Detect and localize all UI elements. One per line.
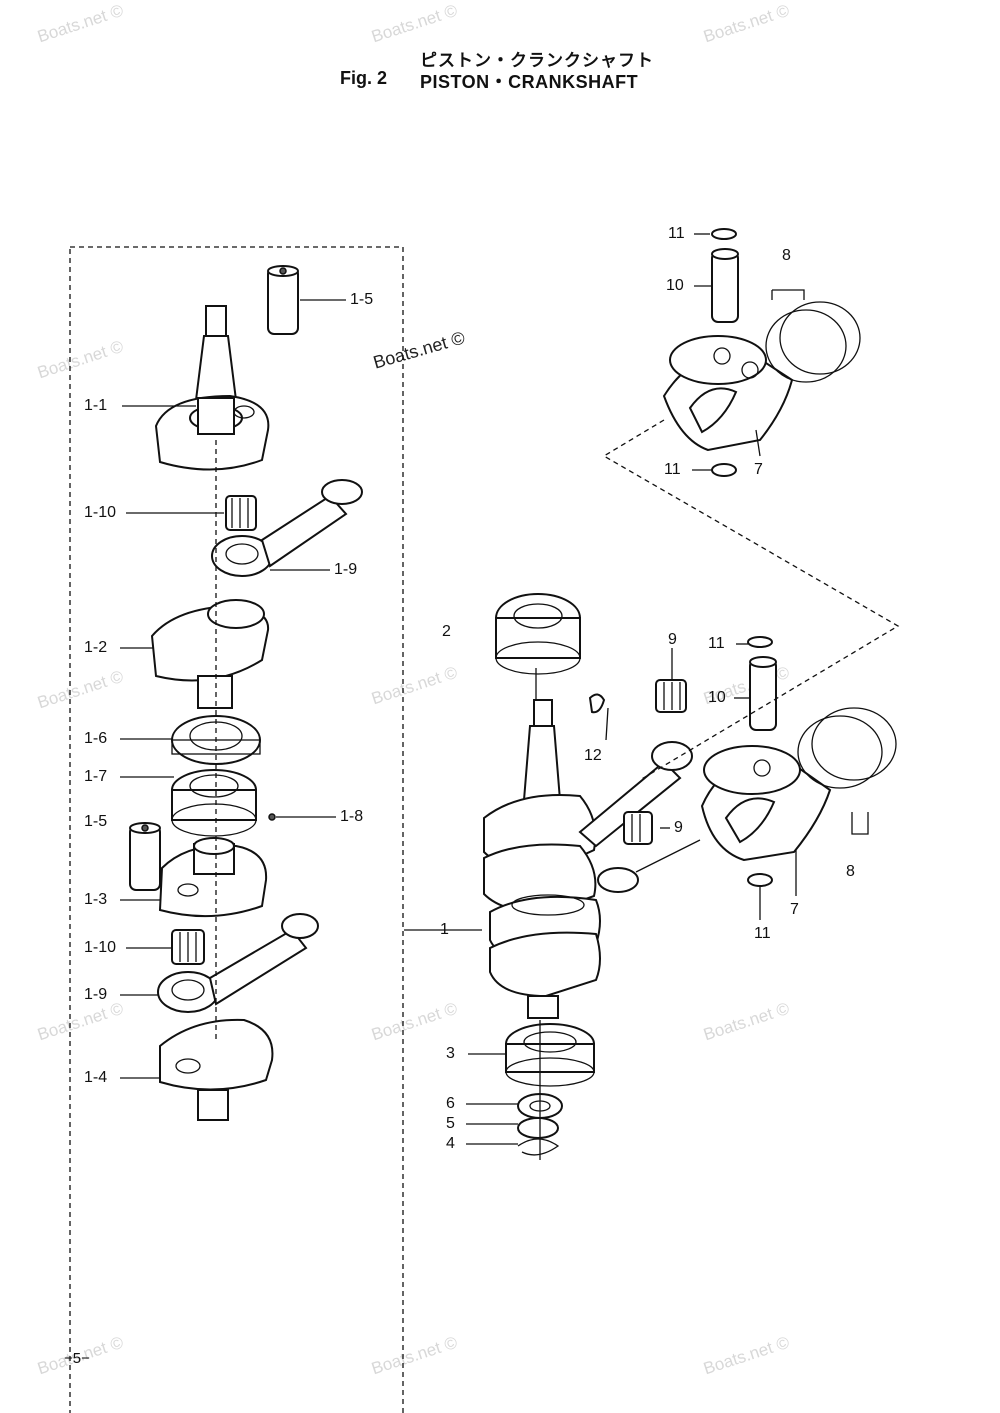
callout-3: 3 — [446, 1045, 455, 1062]
needle-bearing-right-lower — [623, 811, 653, 845]
callout-9-lower: 9 — [674, 819, 683, 836]
circlip — [517, 1138, 560, 1156]
callout-7-upper: 7 — [754, 461, 763, 478]
callout-1-5-bottom: 1-5 — [84, 813, 108, 830]
callout-1-10-bottom: 1-10 — [84, 939, 117, 956]
callout-11-b: 11 — [664, 461, 681, 478]
connecting-rod-right-upper — [578, 741, 693, 848]
callout-1-2: 1-2 — [84, 639, 108, 656]
callout-1-6: 1-6 — [84, 730, 108, 747]
callout-7-lower: 7 — [790, 901, 799, 918]
piston-rings-lower — [797, 707, 897, 789]
labyrinth-seal-1-7 — [171, 769, 257, 837]
page-number: −5− — [64, 1350, 90, 1367]
callout-1-9-top: 1-9 — [334, 561, 358, 578]
circlip-upper-bottom — [711, 463, 737, 477]
connecting-rod-lower — [157, 913, 319, 1013]
callout-1-1: 1-1 — [84, 397, 108, 414]
needle-bearing-right-upper — [655, 679, 687, 713]
figure-number: Fig. 2 — [340, 68, 388, 88]
crankshaft-assembly — [483, 699, 601, 1019]
piston-rings-upper — [765, 301, 861, 383]
callout-9-upper: 9 — [668, 631, 677, 648]
circlip-lower-top — [747, 636, 773, 648]
crankshaft-assembly-box — [69, 246, 404, 1413]
piston-lower — [700, 745, 832, 862]
piston-pin-upper — [711, 248, 739, 323]
callout-5: 5 — [446, 1115, 455, 1132]
piston-upper — [662, 335, 794, 452]
callout-2: 2 — [442, 623, 451, 640]
callout-1: 1 — [440, 921, 449, 938]
thrust-washer — [517, 1117, 559, 1139]
crank-web-1-3 — [158, 837, 268, 918]
callout-1-8: 1-8 — [340, 808, 364, 825]
needle-bearing-upper — [225, 495, 257, 531]
crank-pin-lower — [129, 822, 161, 891]
callout-11-c: 11 — [708, 635, 725, 652]
crank-web-upper-1-1 — [154, 305, 270, 471]
needle-bearing-lower — [171, 929, 205, 965]
crank-web-1-2 — [150, 599, 270, 709]
circlip-upper-top — [711, 228, 737, 240]
connecting-rod-upper — [211, 479, 363, 577]
dowel-pin — [268, 813, 276, 821]
callout-1-5-top: 1-5 — [350, 291, 374, 308]
connecting-rod-right-lower — [597, 839, 701, 893]
callout-8-lower: 8 — [846, 863, 855, 880]
crank-pin-top — [267, 265, 299, 335]
callout-1-7: 1-7 — [84, 768, 108, 785]
crank-web-1-4 — [159, 1018, 274, 1121]
callout-1-3: 1-3 — [84, 891, 108, 908]
piston-pin-lower — [749, 656, 777, 731]
callout-1-4: 1-4 — [84, 1069, 108, 1086]
woodruff-key — [588, 693, 606, 714]
callout-12: 12 — [584, 747, 602, 764]
title-english: PISTON・CRANKSHAFT — [420, 72, 639, 92]
callout-8-upper: 8 — [782, 247, 791, 264]
callout-11-d: 11 — [754, 925, 771, 942]
callout-10-lower: 10 — [708, 689, 726, 706]
title-japanese: ピストン・クランクシャフト — [420, 51, 654, 71]
callout-1-9-bottom: 1-9 — [84, 986, 108, 1003]
callout-6: 6 — [446, 1095, 455, 1112]
circlip-lower-bottom — [747, 873, 773, 887]
ball-bearing-bottom — [505, 1023, 595, 1087]
ball-bearing-top — [495, 593, 581, 675]
callout-11-a: 11 — [668, 225, 685, 242]
callout-10-upper: 10 — [666, 277, 684, 294]
callout-4: 4 — [446, 1135, 455, 1152]
callout-1-10-top: 1-10 — [84, 504, 117, 521]
